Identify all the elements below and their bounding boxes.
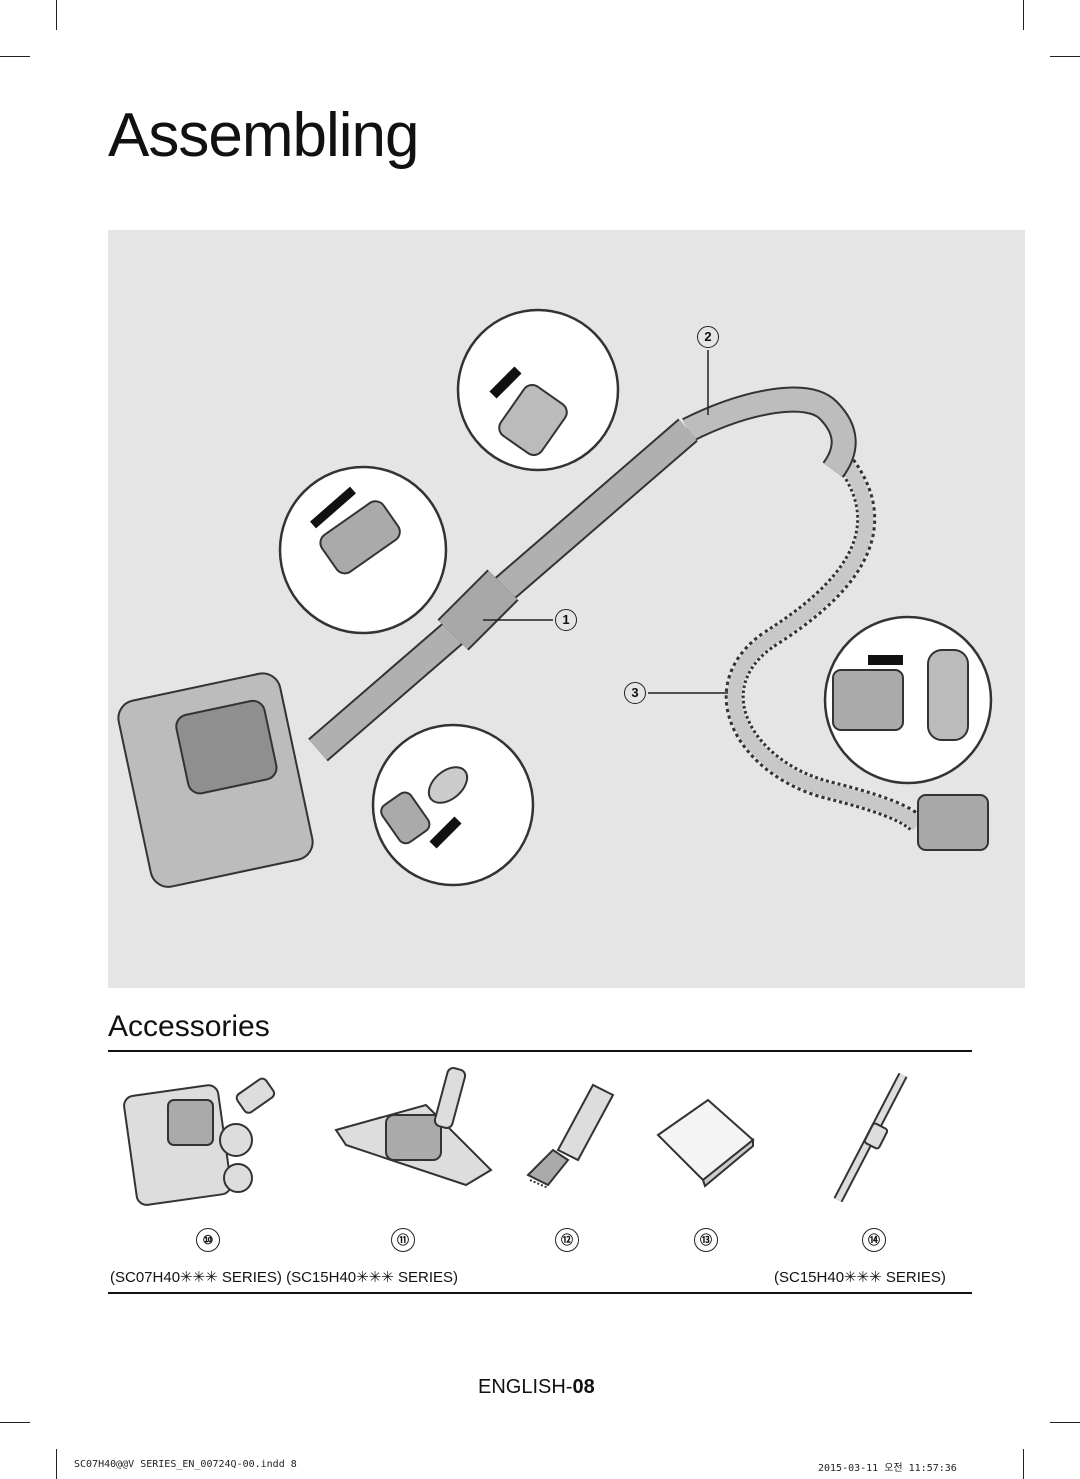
detail-circle-nozzle [371, 723, 535, 887]
callout-1: 1 [555, 609, 577, 631]
accessory-item [798, 1060, 970, 1220]
crop-mark [1050, 1422, 1080, 1423]
crop-mark [1023, 1449, 1024, 1479]
crop-mark [56, 0, 57, 30]
accessory-number: ⑭ [862, 1228, 886, 1252]
arrow-icon [429, 816, 462, 849]
crop-mark [1023, 0, 1024, 30]
crop-mark [1050, 56, 1080, 57]
series-note-left: (SC07H40✳✳✳ SERIES) (SC15H40✳✳✳ SERIES) [110, 1269, 459, 1286]
accessory-item [508, 1060, 680, 1220]
page-number: ENGLISH-08 [478, 1376, 595, 1398]
accessory-number: ⑩ [196, 1228, 220, 1252]
floor-brush-icon [334, 1067, 493, 1187]
manual-booklet-icon [656, 1098, 755, 1188]
accessory-item [326, 1060, 498, 1220]
series-note-right: (SC15H40✳✳✳ SERIES) [774, 1269, 946, 1286]
callout-2: 2 [697, 326, 719, 348]
extension-pipe-icon [833, 1072, 908, 1203]
crop-mark [0, 1422, 30, 1423]
arrow-icon [310, 486, 356, 529]
divider [108, 1292, 972, 1294]
accessory-number: ⑬ [694, 1228, 718, 1252]
upholstery-brush-icon [123, 1077, 276, 1206]
divider [108, 1050, 972, 1052]
crop-mark [56, 1449, 57, 1479]
accessories-title: Accessories [108, 1010, 270, 1043]
arrow-icon [489, 366, 522, 399]
callout-3: 3 [624, 682, 646, 704]
vacuum-assembly-drawing [117, 308, 993, 888]
footer-filename: SC07H40@@V SERIES_EN_00724Q-00.indd 8 [74, 1459, 297, 1470]
accessory-number: ⑫ [555, 1228, 579, 1252]
footer-timestamp: 2015-03-11 오전 11:57:36 [818, 1463, 957, 1474]
assembly-illustration: 2 1 3 [108, 230, 1025, 988]
crop-mark [0, 56, 30, 57]
accessory-number: ⑪ [391, 1228, 415, 1252]
page-title: Assembling [108, 101, 419, 170]
accessory-item [648, 1060, 820, 1220]
accessories-row [108, 1060, 972, 1220]
accessory-item [118, 1060, 290, 1220]
crevice-tool-icon [526, 1083, 615, 1189]
